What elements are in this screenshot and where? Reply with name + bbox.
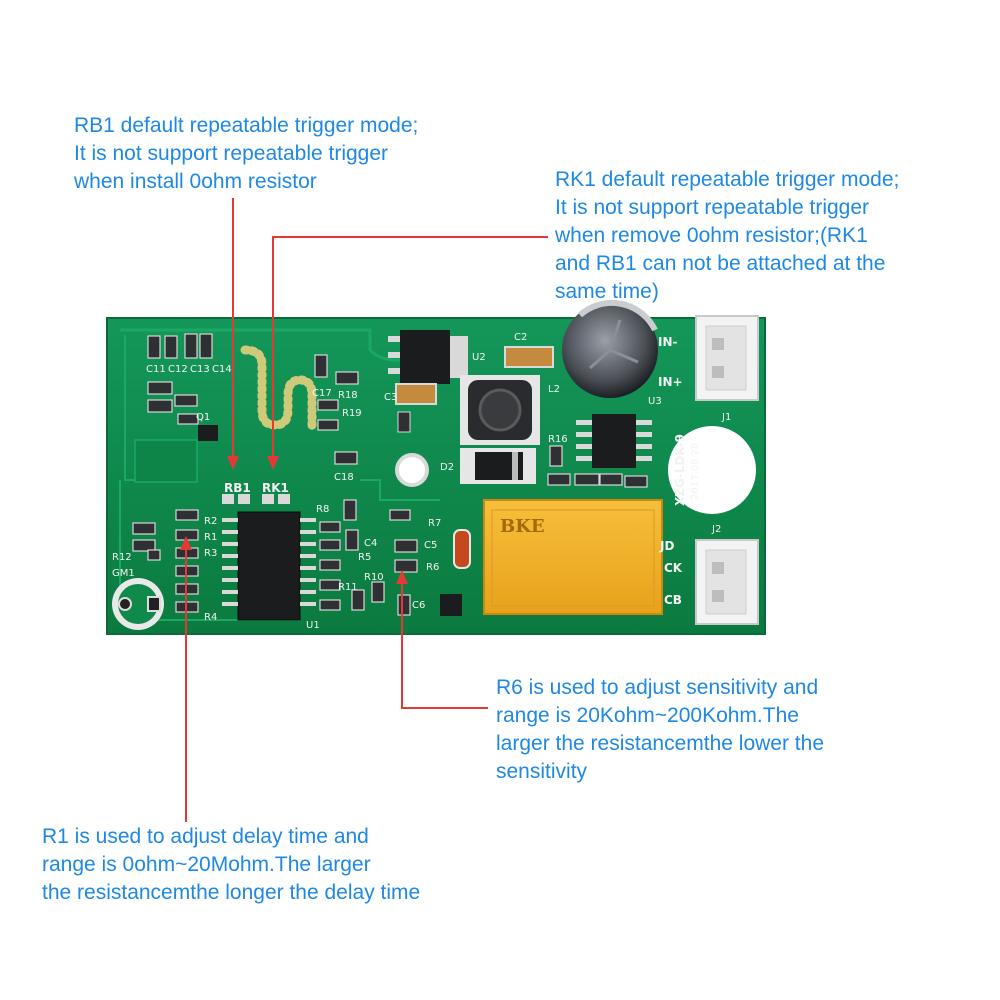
- ic-u1: [222, 511, 316, 621]
- label-r19: R19: [342, 408, 362, 419]
- label-jd: JD: [659, 539, 674, 553]
- label-rk1: RK1: [262, 481, 289, 495]
- label-j1: J1: [721, 412, 731, 423]
- label-c6: C6: [412, 600, 425, 611]
- pad-rb1: [222, 494, 234, 504]
- label-c4: C4: [364, 538, 377, 549]
- annotation-rb1-line: It is not support repeatable trigger: [74, 142, 389, 165]
- label-c14: C14: [212, 364, 232, 375]
- diode-d1: [453, 529, 471, 569]
- pad-rk1-b: [278, 494, 290, 504]
- annotation-r6-line: sensitivity: [496, 760, 588, 783]
- label-r1: R1: [204, 532, 217, 543]
- label-c13: C13: [190, 364, 210, 375]
- label-q1: Q1: [196, 412, 210, 423]
- regulator-u2: [388, 330, 468, 384]
- label-c2: C2: [514, 332, 527, 343]
- label-u2: U2: [472, 352, 486, 363]
- label-r18: R18: [338, 390, 358, 401]
- annotation-rb1-line: RB1 default repeatable trigger mode;: [74, 114, 419, 137]
- annotation-r1-line: range is 0ohm~20Mohm.The larger: [42, 853, 371, 876]
- annotation-rb1: RB1 default repeatable trigger mode; It …: [74, 112, 418, 196]
- pad-rk1: [262, 494, 274, 504]
- transistor-q2: [440, 594, 462, 616]
- ic-u3: [576, 414, 652, 468]
- annotation-r1-line: the resistancemthe longer the delay time: [42, 881, 421, 904]
- label-in-plus: IN+: [658, 375, 683, 389]
- pointer-rk1: [272, 236, 548, 458]
- annotation-r1-line: R1 is used to adjust delay time and: [42, 825, 369, 848]
- label-c3: C3: [384, 392, 397, 403]
- label-model: XZG-LDK-9: [673, 434, 687, 506]
- capacitor-c2: [504, 346, 554, 368]
- electrolytic-capacitor: [562, 299, 658, 398]
- annotation-rk1: RK1 default repeatable trigger mode; It …: [555, 166, 899, 306]
- label-r4: R4: [204, 612, 217, 623]
- relay-brand-label: BKE: [500, 516, 545, 537]
- label-u1: U1: [306, 620, 320, 631]
- label-cb: CB: [664, 593, 682, 607]
- label-u3: U3: [648, 396, 662, 407]
- annotation-rb1-line: when install 0ohm resistor: [74, 170, 317, 193]
- label-r3: R3: [204, 548, 217, 559]
- annotation-rk1-line: and RB1 can not be attached at the: [555, 252, 886, 275]
- label-rb1: RB1: [224, 481, 251, 495]
- label-date: 2017.08.28: [690, 443, 701, 500]
- board-cutout: [668, 426, 756, 514]
- annotation-rk1-line: when remove 0ohm resistor;(RK1: [555, 224, 868, 247]
- label-r11: R11: [338, 582, 358, 593]
- mount-hole-gm1: [112, 578, 164, 630]
- label-r6: R6: [426, 562, 439, 573]
- label-gm1: GM1: [112, 568, 135, 579]
- annotation-pointers: [185, 198, 548, 822]
- transistor-q1: [198, 425, 218, 441]
- annotation-rk1-line: RK1 default repeatable trigger mode;: [555, 168, 900, 191]
- annotation-r1: R1 is used to adjust delay time and rang…: [42, 823, 420, 907]
- label-c17: C17: [312, 388, 332, 399]
- annotation-r6-line: R6 is used to adjust sensitivity and: [496, 676, 819, 699]
- label-c5: C5: [424, 540, 437, 551]
- connector-j2: [695, 539, 759, 625]
- label-ck: CK: [664, 561, 683, 575]
- pad-rb1-b: [238, 494, 250, 504]
- annotation-r6: R6 is used to adjust sensitivity and ran…: [496, 674, 824, 786]
- smd-components-upper-left: [147, 333, 359, 465]
- label-c12: C12: [168, 364, 188, 375]
- annotation-r6-line: larger the resistancemthe lower the: [496, 732, 824, 755]
- capacitor-c3: [395, 383, 437, 405]
- label-l2: L2: [548, 384, 560, 395]
- label-j2: J2: [711, 524, 721, 535]
- label-r8: R8: [316, 504, 329, 515]
- annotation-arrowheads: [180, 456, 408, 584]
- label-r7: R7: [428, 518, 441, 529]
- pcb-antenna-trace: [240, 345, 317, 435]
- label-r10: R10: [364, 572, 384, 583]
- annotation-rk1-line: It is not support repeatable trigger: [555, 196, 870, 219]
- label-r16: R16: [548, 434, 568, 445]
- relay: BKE: [483, 499, 663, 615]
- label-c11: C11: [146, 364, 166, 375]
- inductor-l2: [460, 375, 540, 445]
- annotation-rk1-line: same time): [555, 280, 659, 303]
- capacitor-c-small: [397, 411, 411, 433]
- mount-hole: [395, 453, 429, 487]
- annotation-r6-line: range is 20Kohm~200Kohm.The: [496, 704, 799, 727]
- connector-j1: [695, 315, 759, 401]
- silkscreen-labels: RB1 RK1 U1 U2 U3 J1 J2 L2 D2 Q1 GM1 C2 C…: [112, 332, 731, 631]
- diode-d2: [460, 448, 536, 484]
- label-r5: R5: [358, 552, 371, 563]
- smd-components-right: [547, 445, 648, 488]
- label-r12: R12: [112, 552, 132, 563]
- label-r2: R2: [204, 516, 217, 527]
- label-d2: D2: [440, 462, 454, 473]
- pointer-r6: [401, 582, 488, 709]
- label-in-minus: IN-: [658, 335, 678, 349]
- label-c18: C18: [334, 472, 354, 483]
